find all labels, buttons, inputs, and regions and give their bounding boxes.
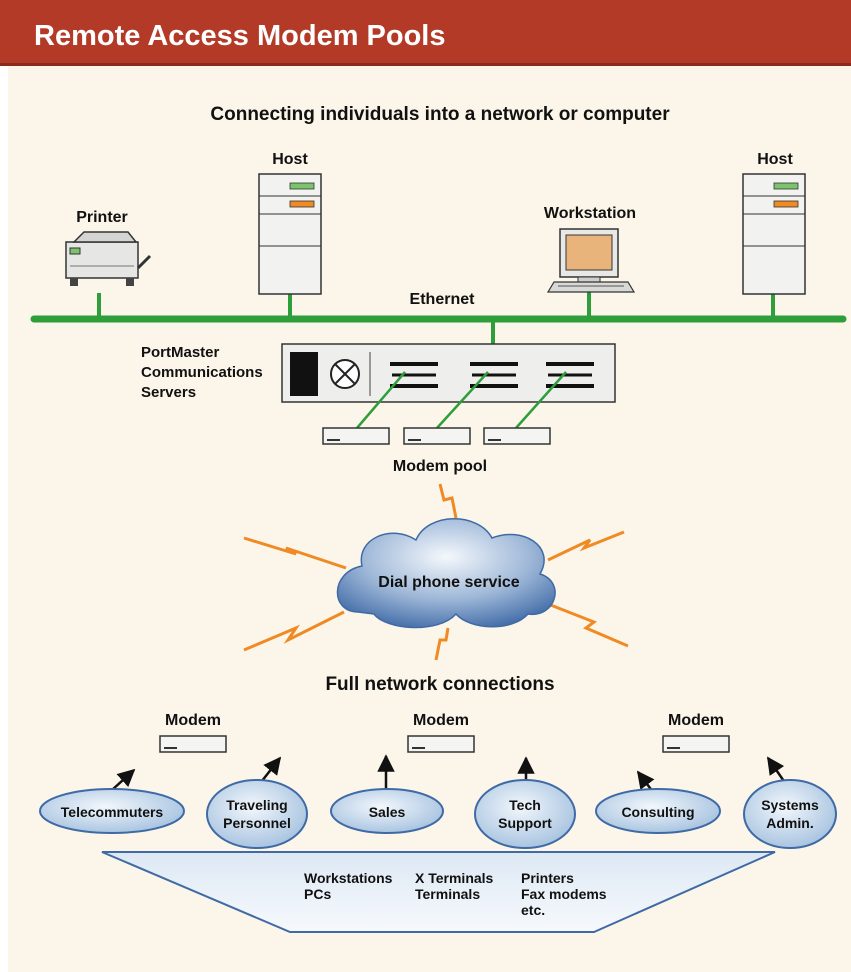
user-label-admin: Admin. [766, 815, 813, 831]
user-label-traveling: Traveling [226, 797, 287, 813]
page-title: Remote Access Modem Pools [34, 20, 446, 52]
remote-modem-label-1: Modem [165, 712, 221, 729]
workstation-icon [546, 228, 636, 293]
lightning-lower-right [547, 602, 629, 648]
header-bar: Remote Access Modem Pools [0, 0, 851, 66]
lightning-upper-right [547, 530, 625, 562]
workstation-label: Workstation [544, 205, 636, 222]
printer-icon [65, 231, 152, 286]
user-arrows [111, 754, 792, 797]
modem-pool-label: Modem pool [393, 458, 487, 475]
device-pcs: PCs [304, 886, 331, 902]
device-workstations: Workstations [304, 870, 393, 886]
host-right-server-icon [742, 173, 806, 295]
phone-cloud [336, 518, 556, 629]
modem-pool-icons [322, 427, 551, 445]
ethernet-label: Ethernet [410, 291, 476, 308]
bubble-tech-support [474, 779, 576, 849]
modem-link-2 [436, 371, 489, 429]
bubble-traveling-personnel [206, 779, 308, 849]
lightning-bolts [243, 483, 629, 661]
modem-link-1 [356, 371, 406, 429]
device-etc: etc. [521, 902, 545, 918]
remote-modem-label-2: Modem [413, 712, 469, 729]
printer-label: Printer [76, 209, 128, 226]
user-bubbles [39, 779, 837, 849]
lightning-lower-left [243, 610, 345, 652]
bubble-consulting [595, 788, 721, 834]
user-label-tech: Tech [509, 797, 541, 813]
modem-link-3 [515, 371, 567, 429]
device-x-terminals: X Terminals [415, 870, 494, 886]
bubble-systems-admin [743, 779, 837, 849]
lightning-top [438, 483, 458, 519]
lightning-upper-left [243, 536, 347, 570]
remote-modem-icons [159, 735, 730, 753]
diagram-subtitle: Connecting individuals into a network or… [210, 104, 670, 125]
user-label-telecommuters: Telecommuters [61, 804, 164, 820]
remote-title: Full network connections [325, 674, 554, 695]
server-label: PortMaster Communications Servers [141, 344, 267, 401]
host-left-server-icon [258, 173, 322, 295]
user-label-sales: Sales [369, 804, 406, 820]
cloud-label: Dial phone service [378, 574, 519, 591]
device-printers: Printers [521, 870, 574, 886]
user-label-systems: Systems [761, 797, 819, 813]
host-left-label: Host [272, 151, 308, 168]
host-right-label: Host [757, 151, 793, 168]
bubble-telecommuters [39, 788, 185, 834]
bubble-sales [330, 788, 444, 834]
device-fax-modems: Fax modems [521, 886, 607, 902]
lightning-bottom [434, 627, 450, 661]
user-label-personnel: Personnel [223, 815, 291, 831]
remote-modem-label-3: Modem [668, 712, 724, 729]
devices-funnel [101, 851, 776, 933]
portmaster-server-icon [281, 343, 616, 403]
device-terminals: Terminals [415, 886, 480, 902]
user-label-support: Support [498, 815, 552, 831]
user-label-consulting: Consulting [621, 804, 694, 820]
